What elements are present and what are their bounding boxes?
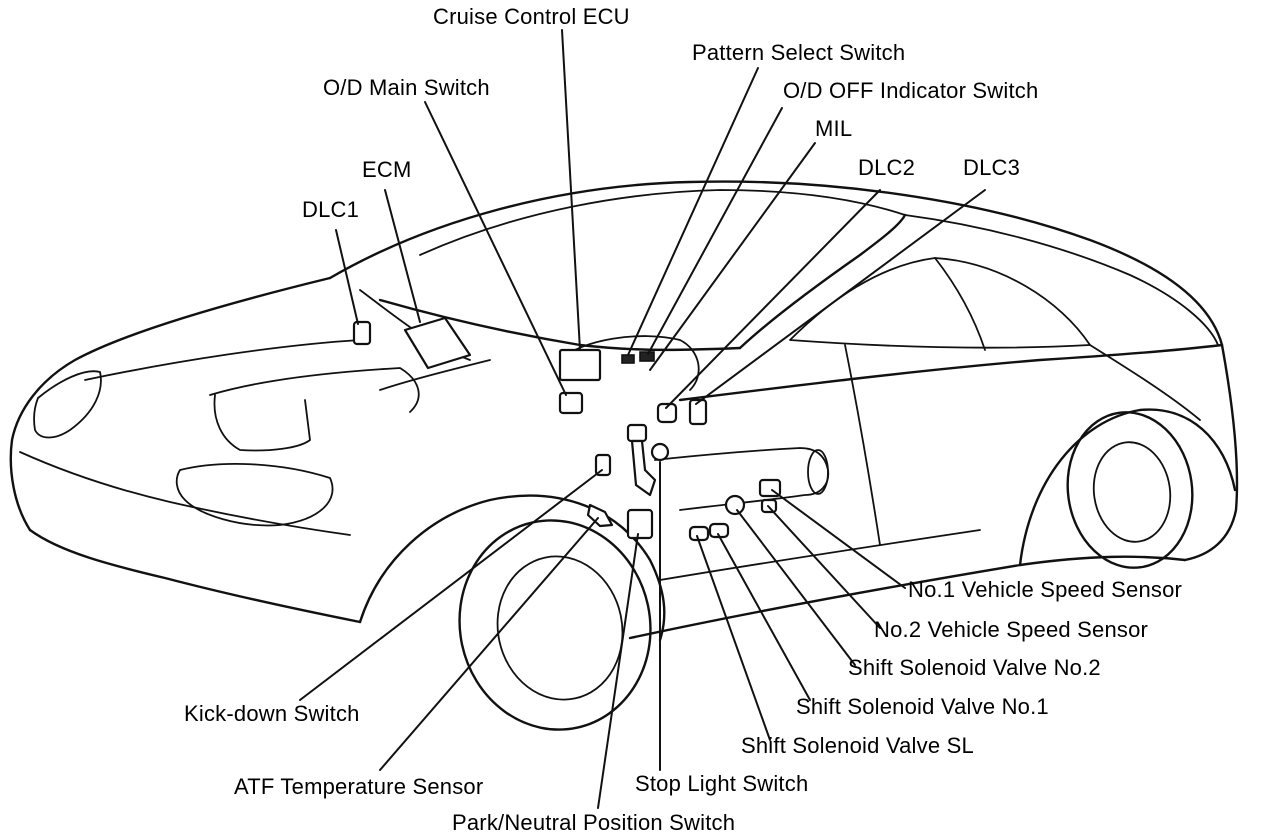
leader-od-off-indicator-switch xyxy=(647,107,783,355)
leader-od-main-switch xyxy=(424,101,567,396)
leader-shift-solenoid-valve-no1 xyxy=(717,533,811,701)
label-no2-vehicle-speed-sensor: No.2 Vehicle Speed Sensor xyxy=(874,617,1149,642)
shift-solenoid-sl-unit xyxy=(688,525,710,542)
park-neutral-switch-unit xyxy=(626,508,654,540)
leader-lines xyxy=(299,29,986,809)
leader-pattern-select-switch xyxy=(627,67,759,356)
label-mil: MIL xyxy=(815,116,853,141)
leader-park-neutral-position-switch xyxy=(597,533,639,809)
leader-shift-solenoid-valve-sl xyxy=(696,535,771,741)
label-kick-down-switch: Kick-down Switch xyxy=(184,701,360,726)
label-stop-light-switch: Stop Light Switch xyxy=(635,771,809,796)
label-dlc2: DLC2 xyxy=(858,155,916,180)
label-shift-solenoid-valve-no1: Shift Solenoid Valve No.1 xyxy=(796,694,1049,719)
stop-light-switch-unit xyxy=(626,423,648,443)
pattern-select-switch-unit xyxy=(621,354,635,364)
components xyxy=(352,316,782,542)
label-atf-temperature-sensor: ATF Temperature Sensor xyxy=(234,774,484,799)
label-shift-solenoid-valve-no2: Shift Solenoid Valve No.2 xyxy=(848,655,1101,680)
label-cruise-control-ecu: Cruise Control ECU xyxy=(433,4,630,29)
leader-atf-temperature-sensor xyxy=(379,517,599,771)
leader-no1-vehicle-speed-sensor xyxy=(771,489,906,589)
leader-dlc1 xyxy=(335,229,359,325)
leader-shift-solenoid-valve-no2 xyxy=(736,509,856,666)
label-park-neutral-position-switch: Park/Neutral Position Switch xyxy=(452,810,736,835)
label-pattern-select-switch: Pattern Select Switch xyxy=(692,40,906,65)
kick-down-switch-unit xyxy=(594,453,612,477)
dlc3-connector xyxy=(688,398,708,426)
brake-pedal xyxy=(630,439,657,497)
label-od-off-indicator-switch: O/D OFF Indicator Switch xyxy=(783,78,1039,103)
label-dlc3: DLC3 xyxy=(963,155,1021,180)
label-od-main-switch: O/D Main Switch xyxy=(323,75,490,100)
dlc2-connector xyxy=(656,402,678,424)
cruise-control-ecu-unit xyxy=(558,348,602,382)
stop-light-connector xyxy=(650,442,670,462)
leader-ecm xyxy=(384,189,421,323)
label-no1-vehicle-speed-sensor: No.1 Vehicle Speed Sensor xyxy=(908,577,1183,602)
atf-temperature-sensor-unit xyxy=(586,503,614,528)
dlc1-connector xyxy=(352,320,372,346)
leader-dlc2 xyxy=(665,189,881,409)
leader-dlc3 xyxy=(695,189,986,405)
leader-cruise-control-ecu xyxy=(561,29,581,351)
leader-no2-vehicle-speed-sensor xyxy=(767,505,881,629)
label-dlc1: DLC1 xyxy=(302,197,360,222)
od-off-indicator-unit xyxy=(639,351,655,362)
leader-kick-down-switch xyxy=(299,469,603,701)
label-shift-solenoid-valve-sl: Shift Solenoid Valve SL xyxy=(741,733,974,758)
label-ecm: ECM xyxy=(362,157,412,182)
od-main-switch-unit xyxy=(558,391,584,415)
shift-solenoid-no2-unit xyxy=(724,494,746,516)
ecm-unit xyxy=(403,316,472,370)
leader-mil xyxy=(649,142,816,371)
